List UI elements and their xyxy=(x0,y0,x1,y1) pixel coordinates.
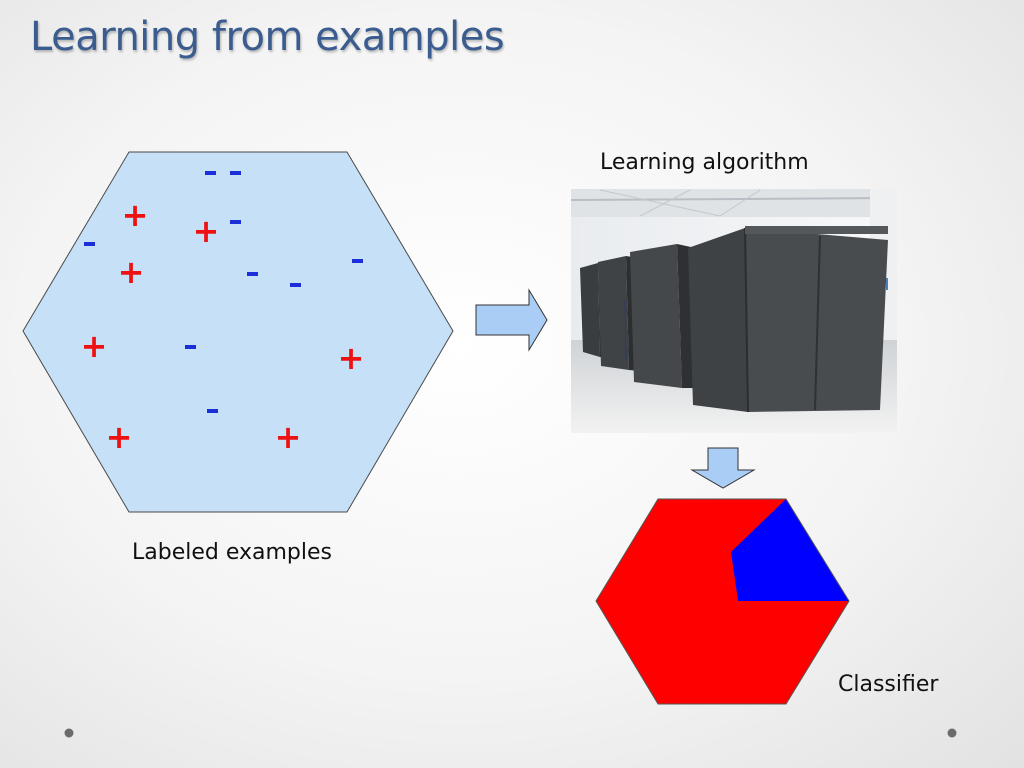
supercomputer-image xyxy=(570,189,898,433)
negative-mark xyxy=(230,220,241,224)
negative-mark xyxy=(205,171,216,175)
positive-mark: + xyxy=(275,418,302,456)
positive-mark: + xyxy=(193,212,220,250)
negative-mark xyxy=(185,345,196,349)
positive-mark: + xyxy=(106,418,133,456)
positive-mark: + xyxy=(118,253,145,291)
labeled-examples-hexagon xyxy=(22,151,454,513)
negative-mark xyxy=(230,171,241,175)
arrow-right-icon xyxy=(475,288,548,352)
positive-mark: + xyxy=(81,327,108,365)
positive-mark: + xyxy=(122,196,149,234)
arrow-down-icon xyxy=(690,447,756,489)
negative-examples xyxy=(84,171,363,413)
negative-mark xyxy=(290,283,301,287)
positive-examples: + + + + + + + xyxy=(81,196,365,456)
negative-mark xyxy=(84,242,95,246)
classifier-caption: Classifier xyxy=(838,672,939,697)
learning-algorithm-caption: Learning algorithm xyxy=(600,150,809,175)
negative-mark xyxy=(207,409,218,413)
classifier-hexagon xyxy=(595,498,850,705)
classifier-region-red xyxy=(596,499,849,704)
negative-mark xyxy=(352,259,363,263)
labeled-examples-caption: Labeled examples xyxy=(132,540,332,565)
positive-mark: + xyxy=(338,339,365,377)
negative-mark xyxy=(247,272,258,276)
corner-dot xyxy=(947,728,957,738)
corner-dot xyxy=(64,728,74,738)
slide-title: Learning from examples xyxy=(30,14,505,60)
classifier-region-blue xyxy=(731,499,849,601)
